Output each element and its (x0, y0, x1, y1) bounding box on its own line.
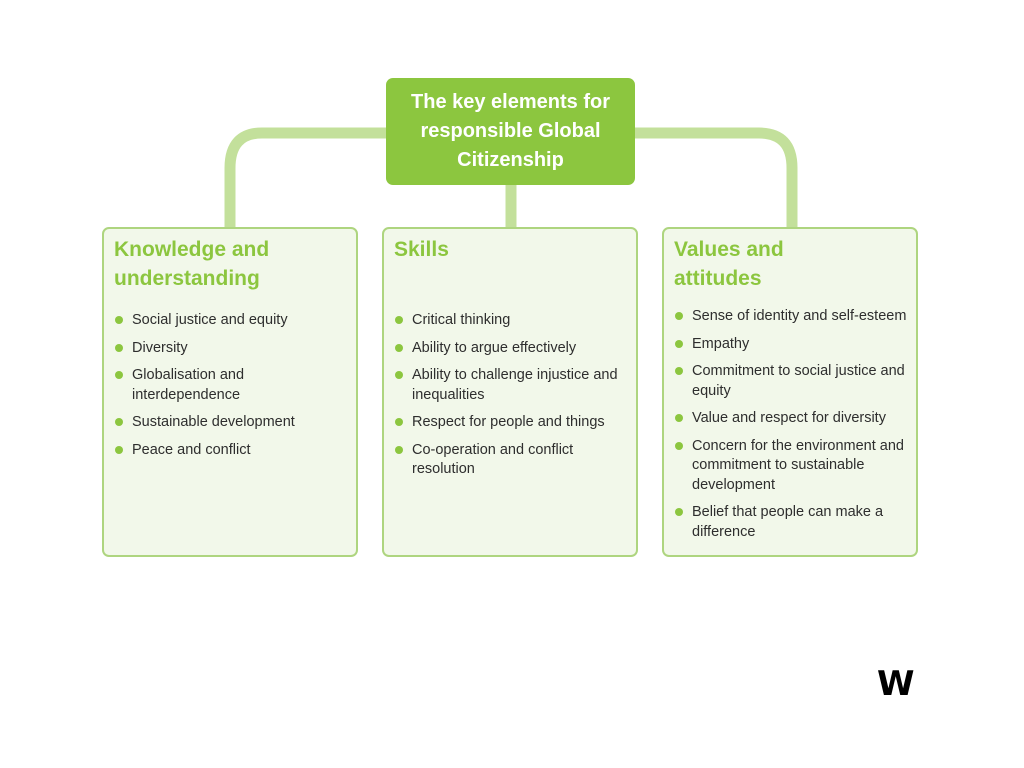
bullet-dot-icon (115, 371, 123, 379)
item-list: Social justice and equity Diversity Glob… (114, 311, 354, 468)
list-item-text: Co-operation and conflict resolution (412, 441, 574, 478)
panel-title: Values and attitudes (674, 235, 908, 293)
list-item: Concern for the environment and commitme… (674, 437, 914, 496)
bullet-dot-icon (395, 343, 403, 352)
list-item: Value and respect for diversity (674, 409, 914, 429)
list-item: Empathy (674, 335, 914, 355)
panel-title-line: Knowledge and (114, 238, 270, 261)
list-item-text: Sustainable development (132, 414, 295, 430)
root-title-line: Citizenship (457, 149, 564, 171)
list-item-text: Peace and conflict (132, 441, 251, 458)
panel-title-line: Values and (674, 238, 784, 261)
root-title-line: The key elements for (411, 91, 610, 113)
bullet-dot-icon (675, 414, 683, 422)
connector-left (224, 127, 386, 229)
bullet-dot-icon (395, 445, 403, 454)
list-item-text: Value and respect for diversity (692, 410, 886, 426)
panel-title-line: Skills (394, 238, 449, 261)
list-item: Sustainable development (114, 413, 354, 433)
list-item-text: Social justice and equity (132, 312, 288, 328)
item-list: Sense of identity and self-esteem Empath… (674, 307, 914, 550)
bullet-dot-icon (115, 418, 123, 426)
list-item: Ability to challenge injustice and inequ… (394, 366, 634, 405)
panel-skills: Skills Critical thinking Ability to argu… (382, 227, 638, 557)
panel-title-line: understanding (114, 267, 260, 290)
bullet-dot-icon (675, 339, 683, 348)
panel-title: Skills (394, 235, 628, 264)
bullet-dot-icon (395, 418, 403, 426)
panel-knowledge-understanding: Knowledge and understanding Social justi… (102, 227, 358, 557)
bullet-dot-icon (115, 445, 123, 454)
list-item: Globalisation and interdependence (114, 366, 354, 405)
root-title-line: responsible Global (420, 120, 601, 142)
list-item: Co-operation and conflict resolution (394, 441, 634, 480)
list-item-text: Concern for the environment and commitme… (692, 437, 904, 493)
list-item-text: Empathy (692, 335, 750, 352)
list-item: Commitment to social justice and equity (674, 362, 914, 401)
list-item: Social justice and equity (114, 311, 354, 331)
list-item-text: Globalisation and interdependence (132, 367, 245, 403)
list-item-text: Sense of identity and self-esteem (692, 308, 907, 324)
root-title: The key elements for responsible Global … (411, 88, 610, 175)
connector-right (635, 127, 798, 229)
list-item: Respect for people and things (394, 413, 634, 433)
bullet-dot-icon (675, 367, 683, 375)
bullet-dot-icon (675, 312, 683, 320)
list-item: Critical thinking (394, 311, 634, 331)
list-item: Belief that people can make a difference (674, 503, 914, 542)
panel-values-attitudes: Values and attitudes Sense of identity a… (662, 227, 918, 557)
bullet-dot-icon (115, 316, 123, 324)
root-node: The key elements for responsible Global … (386, 78, 635, 185)
list-item-text: Ability to challenge injustice and inequ… (412, 367, 618, 403)
bullet-dot-icon (675, 441, 683, 450)
list-item-text: Commitment to social justice and equity (692, 363, 905, 399)
bullet-dot-icon (395, 316, 403, 324)
bullet-dot-icon (675, 508, 683, 516)
list-item-text: Ability to argue effectively (412, 339, 577, 356)
list-item: Diversity (114, 339, 354, 359)
bullet-dot-icon (395, 371, 403, 379)
list-item-text: Diversity (132, 339, 188, 356)
list-item-text: Respect for people and things (412, 414, 605, 430)
panel-title: Knowledge and understanding (114, 235, 348, 293)
list-item-text: Belief that people can make a difference (692, 504, 884, 540)
list-item: Peace and conflict (114, 441, 354, 461)
item-list: Critical thinking Ability to argue effec… (394, 311, 634, 488)
list-item-text: Critical thinking (412, 312, 511, 328)
w-logo: W (877, 664, 915, 704)
panel-title-line: attitudes (674, 267, 762, 290)
list-item: Ability to argue effectively (394, 339, 634, 359)
list-item: Sense of identity and self-esteem (674, 307, 914, 327)
bullet-dot-icon (115, 343, 123, 352)
